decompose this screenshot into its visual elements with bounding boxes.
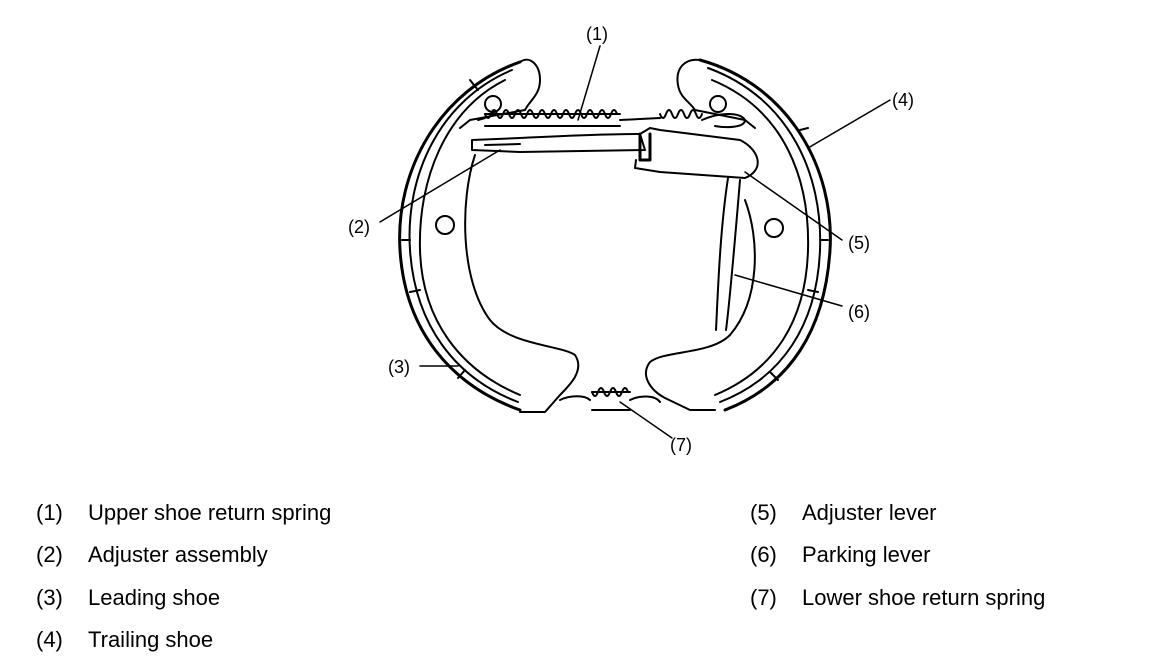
legend-item-3: (3) Leading shoe	[36, 585, 220, 611]
adjuster-assembly	[471, 133, 646, 153]
legend-label: Trailing shoe	[88, 627, 214, 652]
legend-label: Parking lever	[802, 542, 931, 567]
trailing-shoe	[645, 58, 832, 412]
legend-item-6: (6) Parking lever	[750, 542, 930, 568]
callout-4: (4)	[892, 90, 914, 110]
legend-number: (4)	[36, 627, 63, 652]
legend-item-1: (1) Upper shoe return spring	[36, 500, 331, 526]
legend-number: (2)	[36, 542, 63, 567]
legend-label: Leading shoe	[88, 585, 221, 610]
callout-6: (6)	[848, 302, 870, 322]
legend-item-2: (2) Adjuster assembly	[36, 542, 268, 568]
legend-number: (7)	[750, 585, 777, 610]
legend-item-7: (7) Lower shoe return spring	[750, 585, 1045, 611]
legend-number: (5)	[750, 500, 777, 525]
legend-number: (6)	[750, 542, 777, 567]
leader-line-6	[734, 274, 843, 307]
adjuster-lever	[634, 127, 759, 179]
leader-line-7	[619, 401, 673, 439]
legend-label: Lower shoe return spring	[802, 585, 1046, 610]
legend-number: (1)	[36, 500, 63, 525]
callout-3: (3)	[388, 357, 410, 377]
brake-shoe-diagram: (1) (2) (3) (4) (5) (6) (7)	[348, 24, 914, 455]
lower-shoe-return-spring	[559, 387, 661, 411]
callout-5: (5)	[848, 233, 870, 253]
legend-label: Adjuster lever	[802, 500, 937, 525]
upper-shoe-return-spring	[477, 109, 746, 129]
callout-7: (7)	[670, 435, 692, 455]
leader-line-1	[577, 45, 601, 121]
callout-2: (2)	[348, 217, 370, 237]
legend-item-4: (4) Trailing shoe	[36, 627, 213, 653]
leader-line-5	[744, 171, 843, 241]
leader-line-4	[807, 99, 891, 149]
legend-item-5: (5) Adjuster lever	[750, 500, 937, 526]
leading-shoe	[398, 58, 580, 413]
leader-line-2	[379, 149, 501, 223]
legend-label: Upper shoe return spring	[88, 500, 332, 525]
legend-label: Adjuster assembly	[88, 542, 268, 567]
parking-lever	[715, 177, 741, 331]
callout-1: (1)	[586, 24, 608, 44]
legend-number: (3)	[36, 585, 63, 610]
